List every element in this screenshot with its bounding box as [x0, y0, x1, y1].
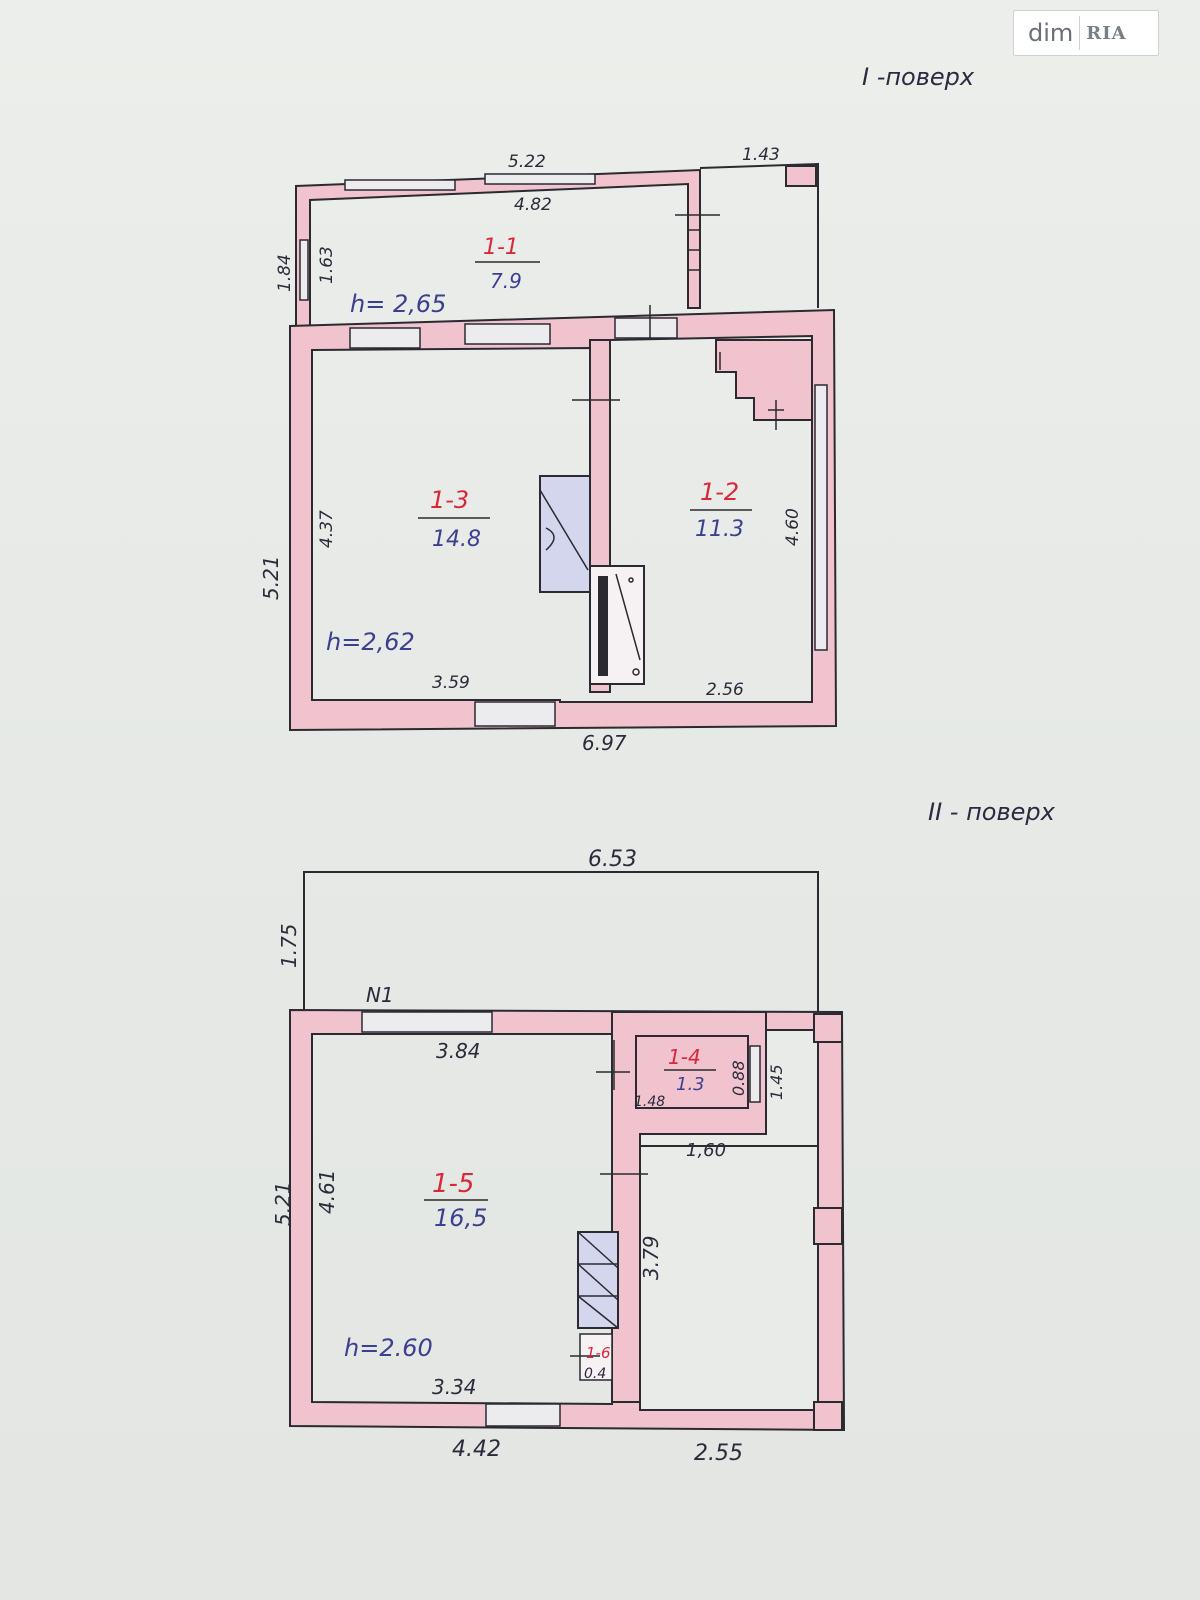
room-1-4-walls — [611, 1011, 767, 1403]
room-1-6-closet — [579, 1333, 613, 1381]
dim-room12-width: 2.56 — [706, 680, 744, 700]
room-1-1-code: 1-1 — [483, 235, 519, 260]
dim-room13-height: 4.37 — [317, 510, 337, 548]
room-1-6-area: 0.4 — [584, 1366, 606, 1382]
dim2-left-outer: 5.21 — [271, 1181, 295, 1226]
pillar-mid-right — [813, 1207, 843, 1245]
dim2-top-total: 6.53 — [588, 847, 637, 872]
main-height-second: h=2.60 — [344, 1334, 433, 1362]
dim-top-right: 1.43 — [742, 145, 780, 165]
first-floor-title: I -поверх — [862, 63, 975, 91]
dim2-hall-width: 1,60 — [686, 1140, 726, 1161]
dim-room13-width: 3.59 — [432, 673, 470, 693]
dimria-watermark-logo: dim RIA — [1013, 10, 1159, 56]
watermark-separator — [1079, 16, 1081, 50]
porch-height: h= 2,65 — [350, 290, 446, 318]
balcony-outline — [303, 871, 819, 1012]
room-1-6-code: 1-6 — [586, 1344, 611, 1362]
pillar-bottom-right — [813, 1401, 843, 1431]
room-1-5-code: 1-5 — [432, 1169, 474, 1199]
annex-outline — [699, 162, 819, 308]
dim2-room14-side: 1.45 — [767, 1064, 786, 1100]
room-1-5-area: 16,5 — [434, 1204, 487, 1232]
room-1-1-area: 7.9 — [490, 269, 522, 293]
porch-left-window — [299, 239, 309, 301]
dim-top-total: 5.22 — [508, 152, 546, 172]
dim-bottom-total: 6.97 — [582, 731, 627, 755]
second-floor-plan: N1 1-4 1.3 1-5 16,5 h=2.60 1-6 0.4 6.53 … — [271, 847, 846, 1466]
room-1-3-code: 1-3 — [430, 486, 469, 514]
dim2-room15-top: 3.84 — [436, 1039, 481, 1063]
dim2-bottom-left: 4.42 — [452, 1437, 501, 1462]
room-1-2-code: 1-2 — [700, 478, 739, 506]
right-window — [814, 384, 828, 651]
room-1-3-area: 14.8 — [432, 527, 481, 552]
dim-room12-height: 4.60 — [783, 508, 803, 546]
second-floor-title: II - поверх — [928, 798, 1056, 826]
stairs-2f — [577, 1231, 619, 1329]
porch-window-1 — [344, 179, 456, 191]
first-floor-plan: 1-1 7.9 h= 2,65 1-3 14.8 h=2,62 1-2 11.3… — [259, 145, 838, 755]
room-1-4-area: 1.3 — [676, 1074, 705, 1095]
annex-pillar — [785, 165, 817, 187]
room-1-2-area: 11.3 — [695, 517, 744, 542]
dim-left-outer: 5.21 — [259, 555, 283, 600]
pillar-top-right — [813, 1013, 843, 1043]
room-1-4-window — [749, 1045, 761, 1103]
marker-n1: N1 — [366, 983, 394, 1007]
main-window-2 — [464, 323, 551, 345]
dim-inner-top: 4.82 — [514, 195, 552, 215]
second-window-top — [361, 1011, 493, 1033]
room-1-4-code: 1-4 — [668, 1045, 701, 1069]
bottom-window — [474, 701, 556, 727]
dim2-balcony-depth: 1.75 — [277, 923, 301, 968]
main-window-1 — [349, 327, 421, 349]
dim-porch-outer: 1.84 — [275, 254, 295, 292]
main-height-first: h=2,62 — [326, 628, 415, 656]
dim-porch-inner: 1.63 — [317, 246, 337, 284]
watermark-dim-text: dim — [1028, 19, 1074, 47]
dim2-room15-bottom: 3.34 — [432, 1375, 477, 1399]
dim2-room14-height: 0.88 — [729, 1060, 748, 1096]
main-window-3 — [614, 317, 678, 339]
dim2-bottom-right: 2.55 — [694, 1441, 743, 1466]
dim2-room14-width: 1.48 — [634, 1094, 665, 1110]
dim2-room15-height: 4.61 — [315, 1169, 339, 1214]
porch-window-2 — [484, 173, 596, 185]
second-window-bottom — [485, 1403, 561, 1427]
watermark-ria-text: RIA — [1086, 22, 1127, 44]
dim2-stair-height: 3.79 — [639, 1235, 663, 1280]
stove — [539, 475, 591, 593]
stair-steps — [715, 339, 813, 421]
